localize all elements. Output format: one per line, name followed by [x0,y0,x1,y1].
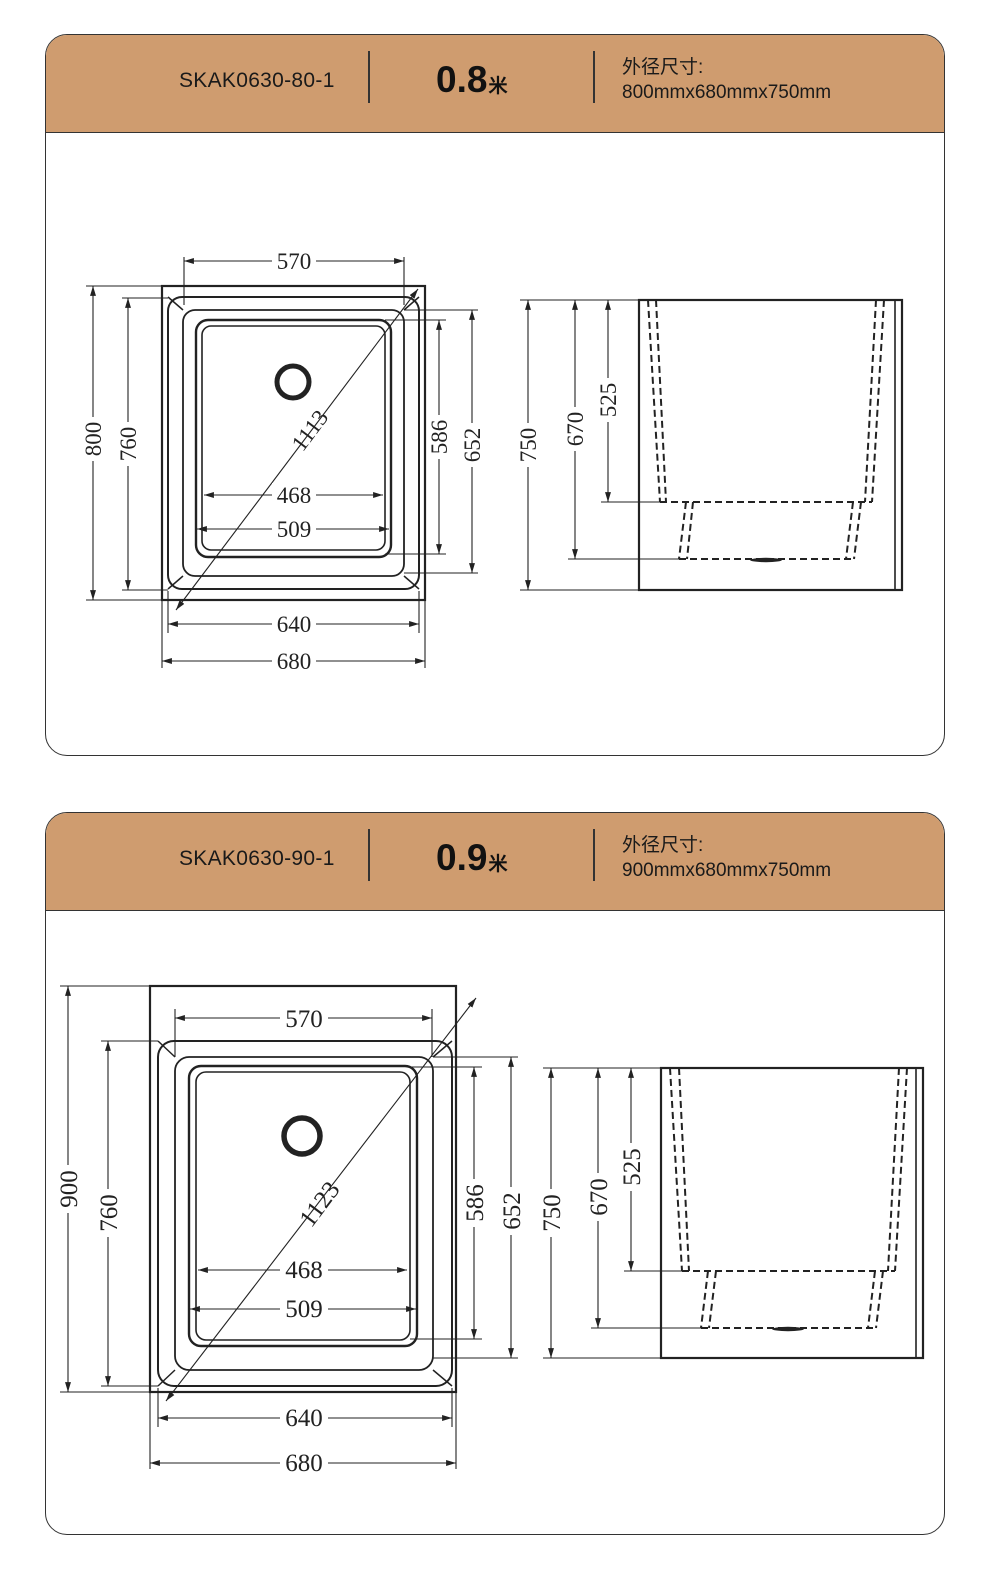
top-view-dimensions [60,985,518,1469]
dims-value: 800mmx680mmx750mm [622,82,832,103]
size-label: 0.9米 [436,837,507,879]
dim-586: 586 [462,1184,489,1222]
size-label: 0.8米 [436,59,507,101]
product-card-2: SKAK0630-90-1 0.9米 外径尺寸: 900mmx680mmx750… [45,812,945,1535]
product-card-1: SKAK0630-80-1 0.8米 外径尺寸: 800mmx680mmx750… [45,34,945,756]
side-view [637,298,904,592]
dim-640: 640 [285,1405,323,1432]
outer-dimensions: 外径尺寸: 900mmx680mmx750mm [622,833,831,883]
dim-1113: 1113 [287,405,334,455]
dims-label: 外径尺寸: [622,57,704,78]
size-unit: 米 [488,854,508,875]
dim-680: 680 [277,649,312,674]
header-divider [368,51,370,103]
dim-570: 570 [277,249,312,274]
size-unit: 米 [488,76,508,97]
card-header: SKAK0630-80-1 0.8米 外径尺寸: 800mmx680mmx750… [46,35,944,133]
dim-680: 680 [285,1450,323,1477]
dims-label: 外径尺寸: [622,835,704,856]
size-value: 0.8 [436,59,488,100]
dims-value: 900mmx680mmx750mm [622,860,832,881]
dim-750: 750 [539,1194,566,1232]
dim-760: 760 [96,1194,123,1232]
header-divider [593,51,595,103]
dim-670: 670 [586,1178,613,1216]
dim-640: 640 [277,612,312,637]
dimension-labels: 570 900 760 1123 586 652 468 509 640 680… [55,1006,646,1477]
dim-670: 670 [563,412,588,447]
size-value: 0.9 [436,837,488,878]
dim-760: 760 [116,427,141,462]
dim-900: 900 [56,1170,83,1208]
dim-525: 525 [596,383,621,418]
header-divider [368,829,370,881]
dim-570: 570 [285,1006,323,1033]
model-number: SKAK0630-80-1 [179,69,335,92]
dim-468: 468 [285,1257,323,1284]
technical-drawing-2: 570 900 760 1123 586 652 468 509 640 680… [55,984,925,1477]
dim-652: 652 [460,428,485,463]
model-number: SKAK0630-90-1 [179,847,335,870]
side-view [659,1066,925,1360]
dim-750: 750 [516,428,541,463]
dim-652: 652 [499,1192,526,1230]
dim-509: 509 [285,1296,323,1323]
header-divider [593,829,595,881]
dim-509: 509 [277,517,312,542]
dimension-labels: 570 800 760 1113 586 652 468 509 640 680… [81,249,621,674]
top-view [148,984,458,1394]
dim-468: 468 [277,483,312,508]
dim-586: 586 [427,420,452,455]
dim-800: 800 [81,422,106,457]
outer-dimensions: 外径尺寸: 800mmx680mmx750mm [622,55,831,105]
technical-drawing-1: 570 800 760 1113 586 652 468 509 640 680… [81,249,904,674]
dim-525: 525 [619,1148,646,1186]
side-view-dimensions [520,299,679,591]
side-view-dimensions [543,1067,701,1359]
card-header: SKAK0630-90-1 0.9米 外径尺寸: 900mmx680mmx750… [46,813,944,911]
